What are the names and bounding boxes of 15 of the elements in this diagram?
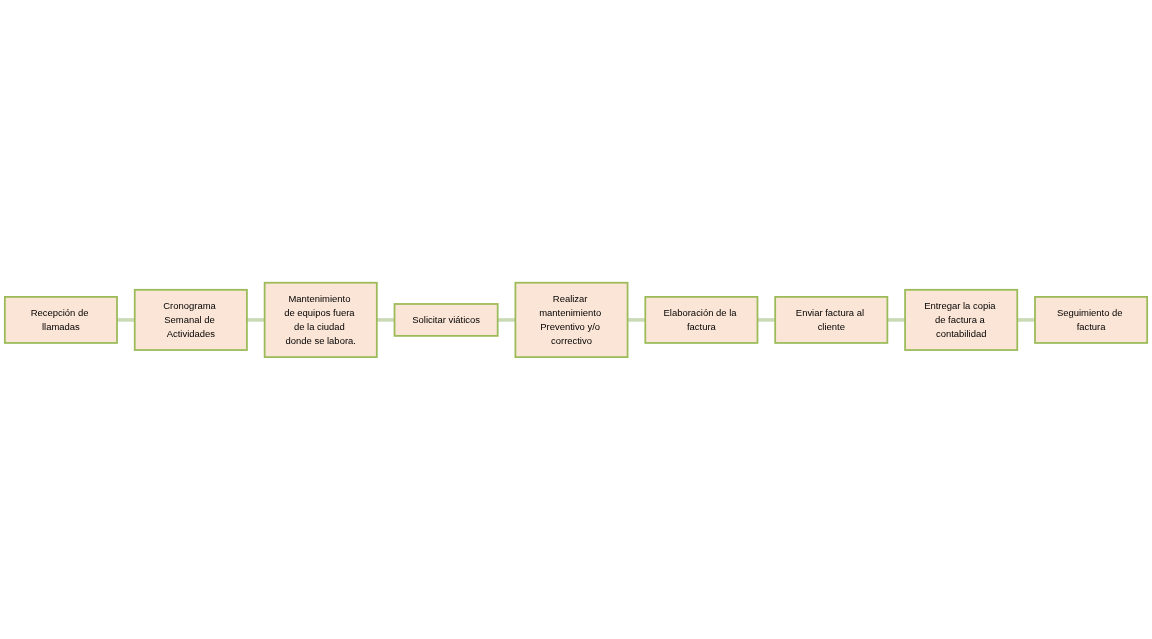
- connector: [627, 317, 646, 322]
- node-box: Entregar la copia de factura a contabilidad: [904, 288, 1019, 351]
- node-box: Solicitar viáticos: [393, 302, 499, 337]
- connector: [376, 317, 395, 322]
- node-box: Recepción de llamadas: [3, 295, 118, 344]
- node-box: Mantenimiento de equipos fuera de la ciudad donde se labora.: [263, 281, 378, 358]
- node-box: Seguimiento de factura: [1034, 295, 1149, 344]
- connector: [757, 317, 776, 322]
- connector: [246, 317, 265, 322]
- connector: [887, 317, 906, 322]
- node-box: Cronograma Semanal de Actividades: [133, 288, 248, 351]
- connector: [497, 317, 516, 322]
- node-box: Elaboración de la factura: [644, 295, 759, 344]
- node-box: Enviar factura al cliente: [774, 295, 889, 344]
- node-box: Realizar mantenimiento Preventivo y/o correctivo: [514, 281, 629, 358]
